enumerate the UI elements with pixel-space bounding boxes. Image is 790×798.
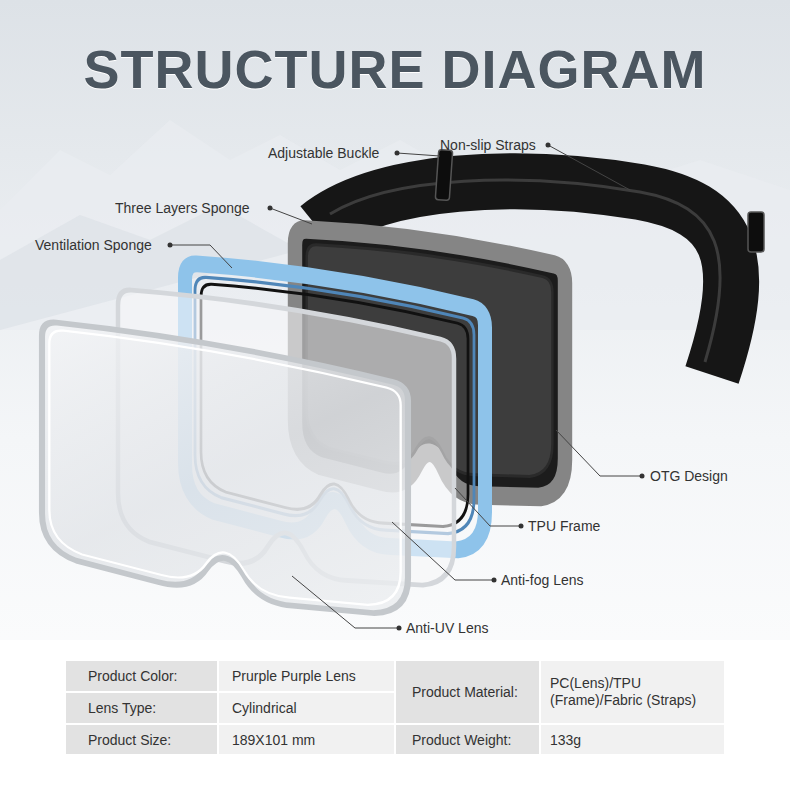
- adjustable-buckle: [435, 150, 452, 201]
- table-cell-text: Product Size:: [88, 732, 171, 749]
- leader-line: [455, 488, 521, 526]
- part-label: Adjustable Buckle: [268, 145, 379, 162]
- part-label: TPU Frame: [528, 518, 600, 535]
- table-cell: [65, 692, 218, 724]
- part-label: Ventilation Sponge: [35, 237, 152, 254]
- table-cell: [395, 660, 540, 724]
- table-cell-text: 133g: [550, 732, 581, 749]
- diagram-title: STRUCTURE DIAGRAM: [0, 38, 790, 100]
- leader-dot: [168, 243, 173, 248]
- leader-line: [548, 145, 630, 190]
- anti-uv-lens: [42, 314, 408, 626]
- table-cell: [540, 724, 725, 755]
- table-ground: [0, 640, 790, 798]
- table-cell-text: PC(Lens)/TPU (Frame)/Fabric (Straps): [550, 675, 715, 709]
- leader-line: [292, 576, 399, 628]
- table-cell-text: Product Weight:: [412, 732, 511, 749]
- table-cell-text: Cylindrical: [232, 700, 297, 717]
- part-label: Anti-UV Lens: [406, 620, 488, 637]
- table-cell: [65, 724, 218, 755]
- part-label: Anti-fog Lens: [501, 572, 584, 589]
- leader-dot: [268, 206, 273, 211]
- table-cell: [218, 660, 395, 692]
- table-cell: [218, 692, 395, 724]
- strap-buckle: [748, 212, 764, 252]
- leader-line: [270, 208, 312, 224]
- part-label: Three Layers Sponge: [115, 200, 250, 217]
- leader-line: [392, 522, 494, 580]
- leader-line: [556, 430, 642, 476]
- part-label: Non-slip Straps: [440, 137, 536, 154]
- table-cell-text: Product Material:: [412, 684, 518, 701]
- leader-line: [170, 245, 232, 268]
- leader-dot: [640, 474, 645, 479]
- table-cell-text: 189X101 mm: [232, 732, 315, 749]
- table-cell: [218, 724, 395, 755]
- table-cell-text: Lens Type:: [88, 700, 156, 717]
- leader-dot: [519, 524, 524, 529]
- leader-dot: [492, 578, 497, 583]
- table-cell: [395, 724, 540, 755]
- leader-line: [397, 153, 440, 156]
- leader-dot: [546, 143, 551, 148]
- table-cell-text: Product Color:: [88, 668, 177, 685]
- leader-dot: [395, 151, 400, 156]
- part-label: OTG Design: [650, 468, 728, 485]
- table-cell: [65, 660, 218, 692]
- leader-dot: [397, 626, 402, 631]
- table-cell: [540, 660, 725, 724]
- lens-highlight: [49, 323, 400, 618]
- table-cell-text: Prurple Purple Lens: [232, 668, 356, 685]
